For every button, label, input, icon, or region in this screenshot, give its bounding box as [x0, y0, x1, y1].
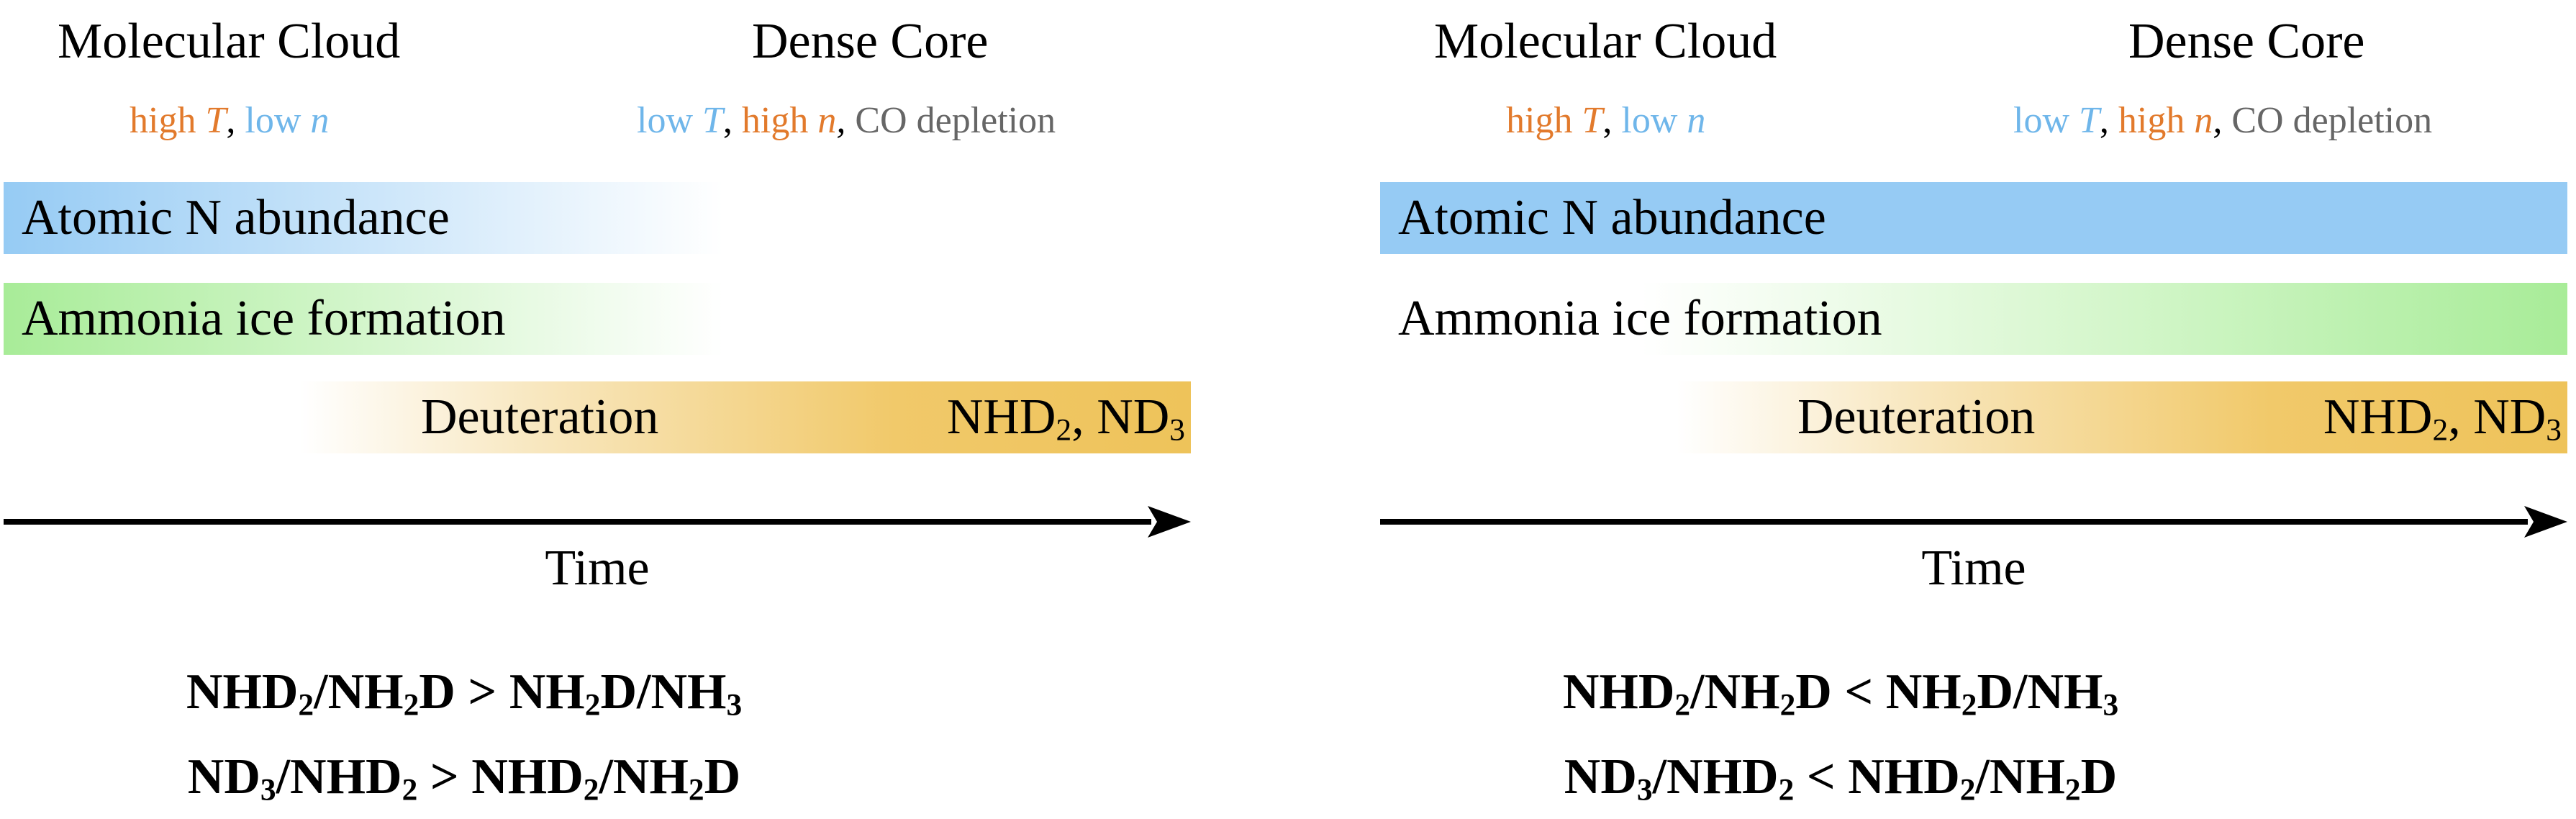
deuteration-label: Deuteration [1797, 389, 2036, 445]
ammonia-ice-formation-label: Ammonia ice formation [1398, 291, 1882, 346]
ammonia-ice-formation-bar: Ammonia ice formation [4, 283, 723, 355]
time-axis-label: Time [545, 540, 650, 596]
ammonia-ice-formation-bar: Ammonia ice formation [1380, 283, 2567, 355]
molecular-cloud-heading: Molecular Cloud [1434, 14, 1777, 69]
atomic-n-abundance-bar: Atomic N abundance [1380, 182, 2567, 254]
atomic-n-abundance-label: Atomic N abundance [1398, 190, 1826, 245]
atomic-n-abundance-bar: Atomic N abundance [4, 182, 723, 254]
molecular-cloud-conditions: high T, low n [130, 100, 330, 141]
ratio-relation-1: NHD2/NH2D < NH2D/NH3 [1562, 664, 2119, 723]
atomic-n-abundance-label: Atomic N abundance [22, 190, 450, 245]
molecular-cloud-heading: Molecular Cloud [58, 14, 401, 69]
low-temperature-text: low T [637, 100, 723, 141]
high-temperature-text: high T [130, 100, 227, 141]
ratio-relation-1: NHD2/NH2D > NH2D/NH3 [186, 664, 743, 723]
co-depletion-text: CO depletion [2231, 100, 2433, 141]
left-panel: Molecular Cloud Dense Core high T, low n… [4, 0, 1191, 819]
time-axis-arrow [4, 506, 1191, 538]
time-axis-arrow [1380, 506, 2567, 538]
time-axis-label: Time [1921, 540, 2026, 596]
deuteration-bar: Deuteration NHD2, ND3 [1380, 381, 2567, 453]
ammonia-ice-formation-label: Ammonia ice formation [22, 291, 506, 346]
high-density-text: high n [741, 100, 837, 141]
dense-core-conditions: low T, high n, CO depletion [2013, 100, 2433, 141]
deuteration-label: Deuteration [421, 389, 659, 445]
deuteration-bar: Deuteration NHD2, ND3 [4, 381, 1191, 453]
right-panel: Molecular Cloud Dense Core high T, low n… [1380, 0, 2567, 819]
deuterated-species-label: NHD2, ND3 [2323, 389, 2562, 448]
co-depletion-text: CO depletion [855, 100, 1056, 141]
ratio-relation-2: ND3/NHD2 > NHD2/NH2D [187, 749, 741, 807]
low-temperature-text: low T [2013, 100, 2100, 141]
high-temperature-text: high T [1506, 100, 1603, 141]
low-density-text: low n [1621, 100, 1706, 141]
dense-core-heading: Dense Core [752, 14, 989, 69]
dense-core-conditions: low T, high n, CO depletion [637, 100, 1056, 141]
deuterated-species-label: NHD2, ND3 [946, 389, 1185, 448]
high-density-text: high n [2118, 100, 2213, 141]
dense-core-heading: Dense Core [2128, 14, 2365, 69]
molecular-cloud-conditions: high T, low n [1506, 100, 1706, 141]
ratio-relation-2: ND3/NHD2 < NHD2/NH2D [1564, 749, 2118, 807]
low-density-text: low n [245, 100, 330, 141]
